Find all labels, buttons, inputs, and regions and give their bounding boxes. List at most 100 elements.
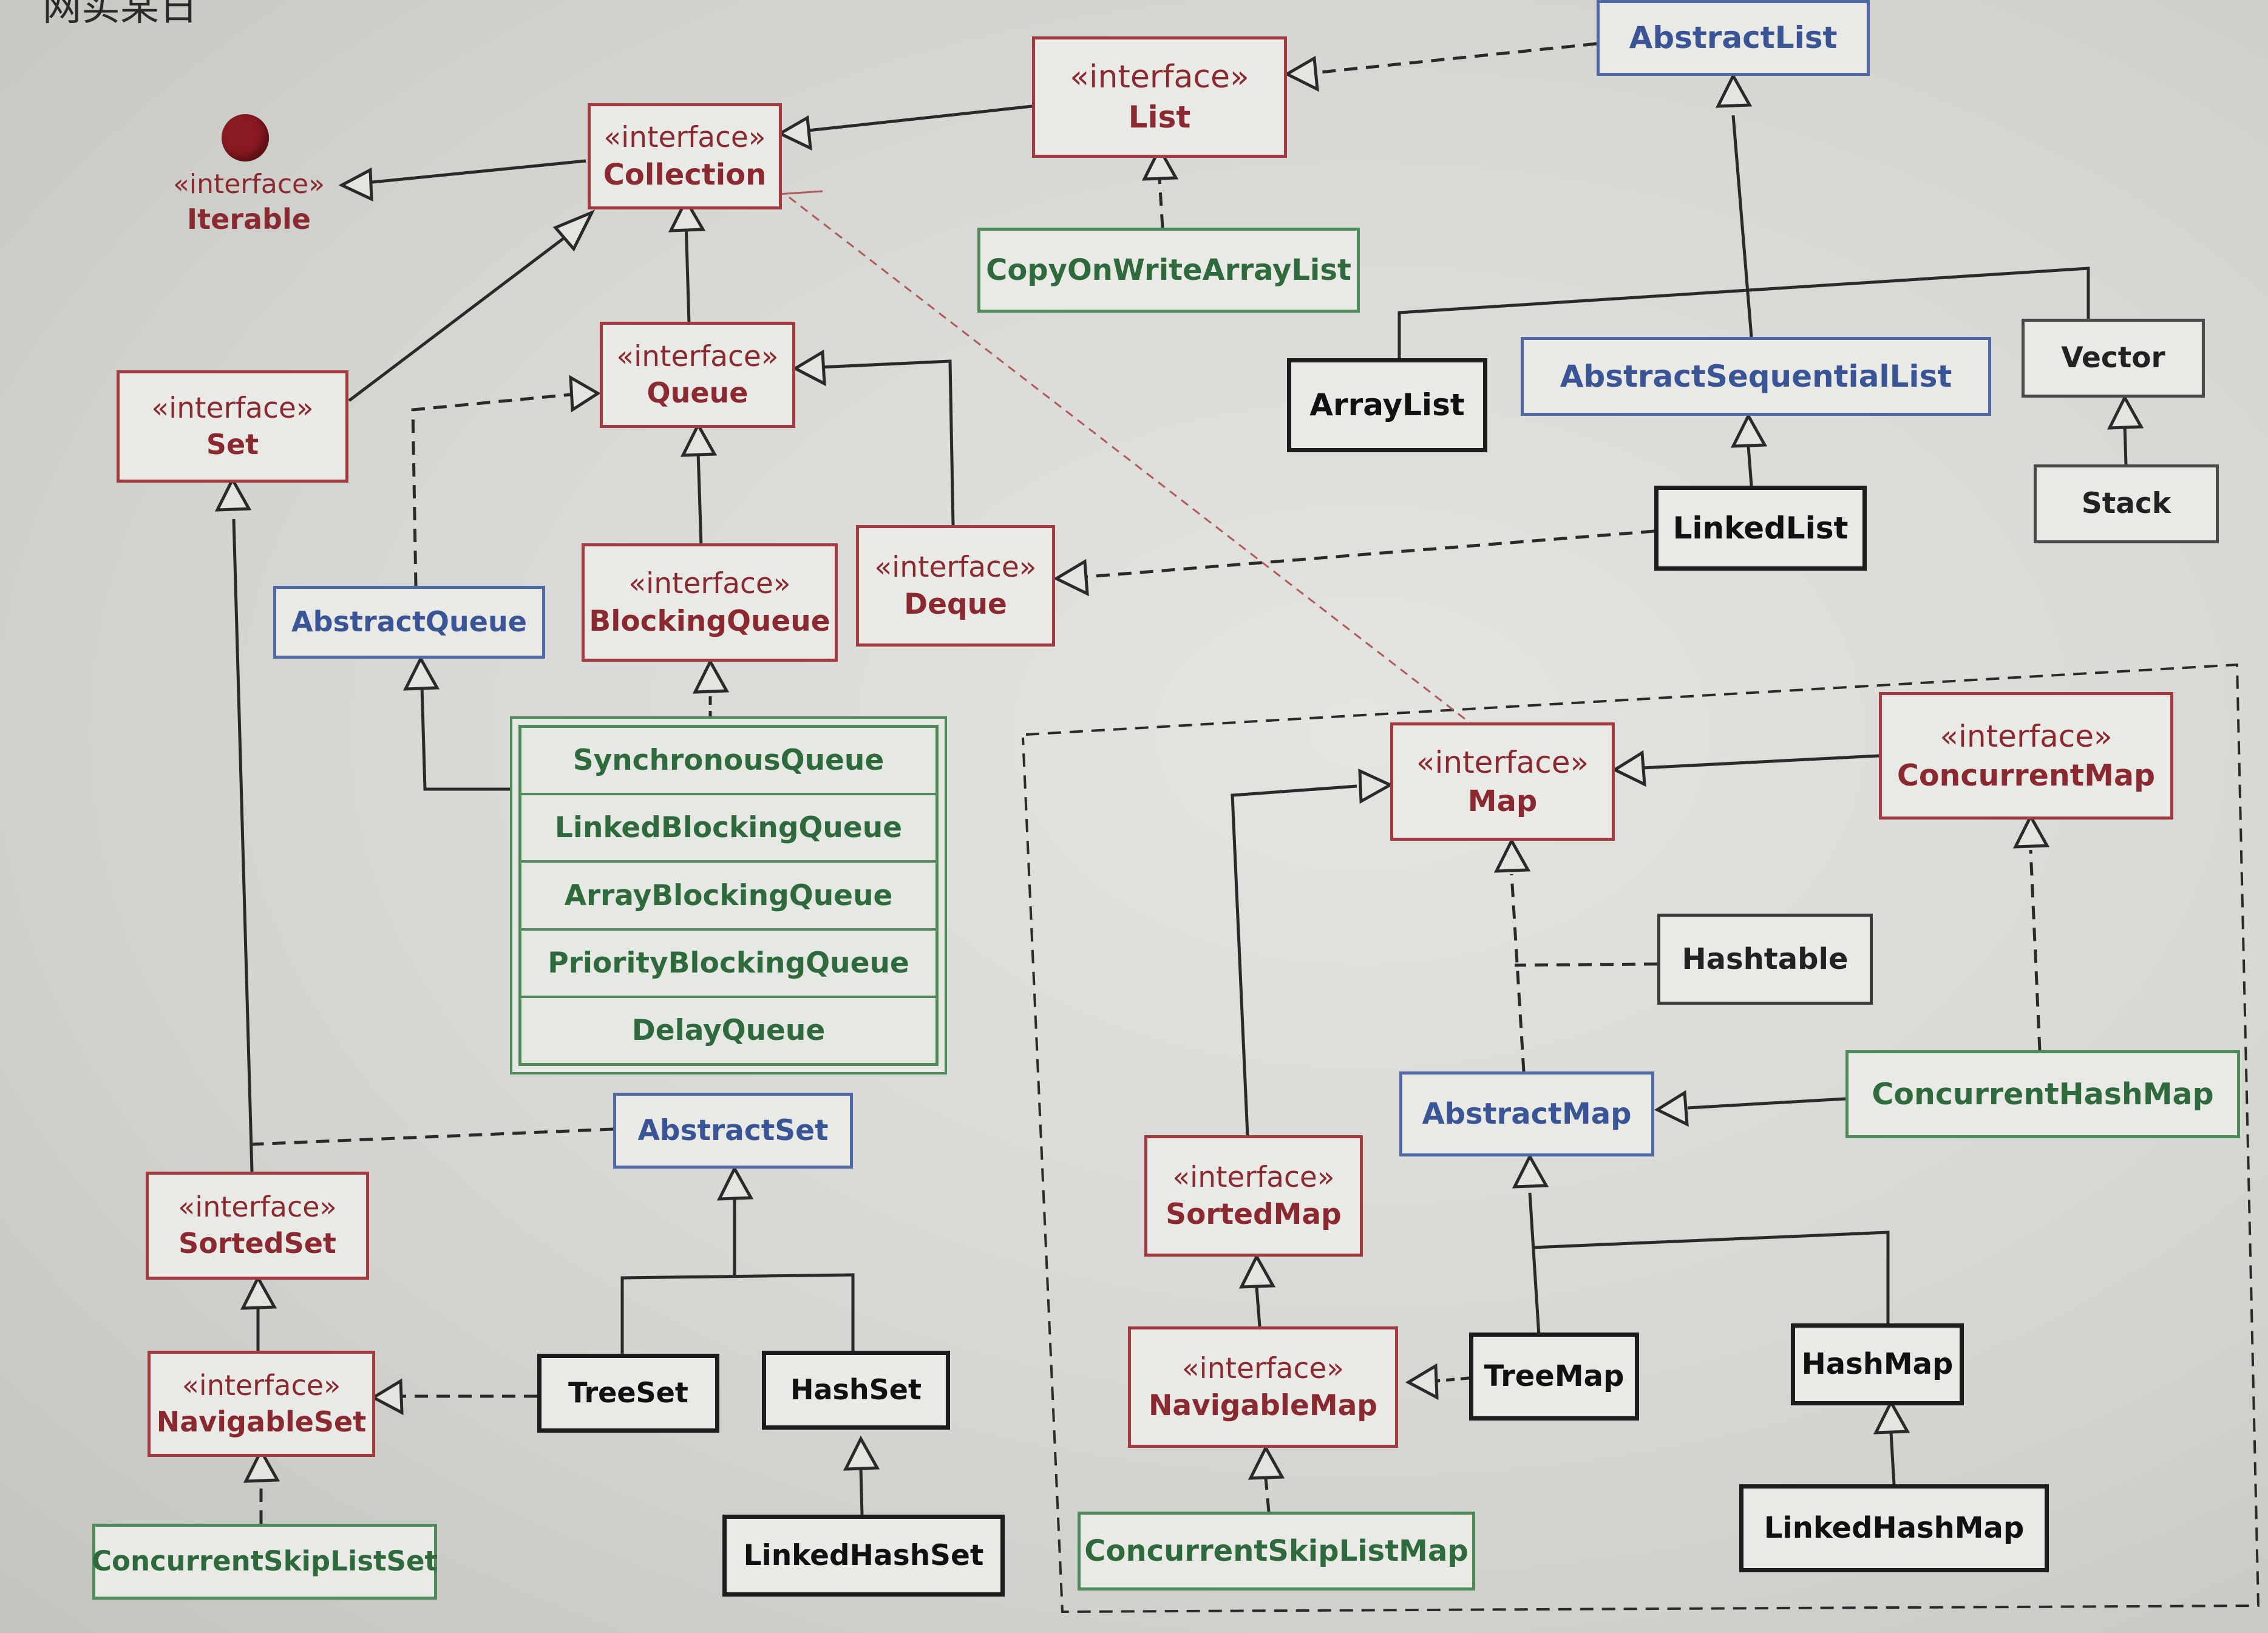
abstractlist-class: AbstractList bbox=[1597, 0, 1870, 76]
abstractsequentiallist-name: AbstractSequentialList bbox=[1560, 358, 1952, 394]
arrowhead-list-from-abstractlist bbox=[1283, 55, 1319, 92]
concurrentmap-stereotype: «interface» bbox=[1940, 718, 2113, 754]
edge-treemap-navmap bbox=[1435, 1376, 1470, 1383]
arrowhead-sortedmap bbox=[1238, 1253, 1276, 1289]
edge-navmap-sortedmap bbox=[1255, 1286, 1261, 1327]
navigablemap-name: NavigableMap bbox=[1149, 1389, 1377, 1422]
navigableset-stereotype: «interface» bbox=[182, 1368, 341, 1402]
edge-chm-concurrentmap bbox=[2029, 849, 2042, 1051]
arrowhead-collection-from-list bbox=[776, 115, 812, 151]
arraylist-name: ArrayList bbox=[1309, 387, 1465, 423]
hashmap-name: HashMap bbox=[1801, 1347, 1954, 1382]
edge-abstractlist-trunk bbox=[1731, 115, 1753, 338]
edge-list-collection bbox=[779, 104, 1033, 135]
concurrentskiplistmap-name: ConcurrentSkipListMap bbox=[1084, 1533, 1468, 1568]
arrowhead-abstractlist bbox=[1715, 72, 1753, 108]
linkedlist-class: LinkedList bbox=[1654, 486, 1867, 571]
arrowhead-list-from-cowal bbox=[1141, 145, 1179, 181]
arrowhead-map-from-concurrentmap bbox=[1611, 750, 1646, 787]
deque-stereotype: «interface» bbox=[874, 550, 1037, 584]
edge-abstractqueue-queue bbox=[411, 393, 571, 586]
list-interface: «interface» List bbox=[1032, 36, 1287, 158]
iterable-name: Iterable bbox=[187, 203, 311, 236]
arrowhead-blockingqueue bbox=[692, 658, 730, 694]
concurrentskiplistset-class: ConcurrentSkipListSet bbox=[92, 1524, 438, 1600]
iterable-node: «interface» Iterable bbox=[152, 167, 346, 238]
edge-stack-vector bbox=[2123, 424, 2128, 465]
abstractset-class: AbstractSet bbox=[613, 1093, 853, 1169]
edge-collection-iterable bbox=[341, 159, 586, 187]
edge-queue-collection bbox=[684, 221, 691, 324]
treeset-class: TreeSet bbox=[537, 1354, 719, 1433]
stack-class: Stack bbox=[2034, 464, 2219, 543]
sortedmap-stereotype: «interface» bbox=[1172, 1160, 1335, 1194]
hashmap-class: HashMap bbox=[1791, 1323, 1964, 1405]
arrowhead-collection-from-queue bbox=[668, 197, 706, 233]
edge-lhm-hashmap bbox=[1889, 1432, 1896, 1485]
edge-abstractlist-list bbox=[1314, 42, 1597, 75]
arrowhead-collection-from-set bbox=[552, 209, 596, 252]
concurrentmap-name: ConcurrentMap bbox=[1896, 758, 2156, 793]
map-interface: «interface» Map bbox=[1390, 722, 1615, 841]
linkedhashmap-name: LinkedHashMap bbox=[1764, 1511, 2025, 1546]
edge-blockingqueue-queue bbox=[696, 452, 703, 547]
abstractset-name: AbstractSet bbox=[637, 1113, 829, 1147]
treeset-name: TreeSet bbox=[568, 1376, 688, 1410]
deque-interface: «interface» Deque bbox=[856, 525, 1055, 647]
iterable-dot bbox=[222, 114, 269, 161]
arrowhead-queue-from-deque bbox=[792, 349, 826, 387]
edge-hashtable-map bbox=[1514, 962, 1658, 967]
arrowhead-hashset bbox=[843, 1435, 880, 1471]
edge-hashmap-branch bbox=[1532, 1231, 1890, 1323]
arrowhead-deque-from-linkedlist bbox=[1053, 558, 1089, 597]
edge-lhs-hashset bbox=[859, 1468, 864, 1515]
collection-red-tick bbox=[776, 190, 823, 195]
set-stereotype: «interface» bbox=[151, 392, 314, 426]
edge-cslm-navmap bbox=[1264, 1478, 1271, 1512]
arrowhead-asl bbox=[1730, 412, 1768, 448]
iterable-stereotype: «interface» bbox=[172, 169, 325, 200]
set-interface: «interface» Set bbox=[117, 370, 348, 483]
sortedset-stereotype: «interface» bbox=[178, 1190, 337, 1224]
edge-abstractset-set bbox=[251, 1127, 614, 1146]
deque-name: Deque bbox=[904, 588, 1007, 621]
arrowhead-concurrentmap bbox=[2012, 813, 2050, 849]
blocking-queue-impls-group: SynchronousQueue LinkedBlockingQueue Arr… bbox=[510, 716, 947, 1075]
abstractlist-name: AbstractList bbox=[1629, 20, 1838, 55]
queue-impl-linkedblockingqueue: LinkedBlockingQueue bbox=[521, 795, 935, 863]
edge-chm-abstractmap bbox=[1687, 1097, 1846, 1110]
arrowhead-set bbox=[214, 476, 252, 512]
edge-sortedmap-map bbox=[1231, 784, 1357, 1136]
hashset-class: HashSet bbox=[762, 1351, 950, 1430]
list-name: List bbox=[1128, 100, 1191, 135]
queue-impl-arrayblockingqueue: ArrayBlockingQueue bbox=[521, 863, 935, 931]
concurrenthashmap-class: ConcurrentHashMap bbox=[1845, 1050, 2240, 1138]
edge-linkedlist-asl bbox=[1747, 446, 1753, 486]
arrowhead-navmap-from-cslm bbox=[1248, 1444, 1285, 1480]
hashtable-name: Hashtable bbox=[1682, 942, 1849, 976]
edge-impls-abstractqueue bbox=[420, 685, 510, 791]
blockingqueue-interface: «interface» BlockingQueue bbox=[582, 543, 838, 662]
map-stereotype: «interface» bbox=[1416, 744, 1589, 780]
edge-cowal-list bbox=[1158, 178, 1164, 228]
arrowhead-abstractqueue bbox=[402, 655, 440, 691]
queue-stereotype: «interface» bbox=[616, 340, 779, 374]
abstractmap-class: AbstractMap bbox=[1399, 1071, 1654, 1156]
navigablemap-interface: «interface» NavigableMap bbox=[1128, 1326, 1398, 1448]
linkedhashset-name: LinkedHashSet bbox=[743, 1538, 984, 1572]
hashtable-class: Hashtable bbox=[1657, 914, 1873, 1005]
arraylist-class: ArrayList bbox=[1287, 358, 1487, 452]
treemap-name: TreeMap bbox=[1484, 1359, 1625, 1394]
edge-abstractmap-trunk bbox=[1528, 1192, 1541, 1336]
abstractmap-name: AbstractMap bbox=[1422, 1096, 1632, 1131]
header-fragment: 网实某日 bbox=[42, 0, 198, 30]
edge-collection-map-dependency bbox=[789, 196, 1482, 733]
sortedmap-interface: «interface» SortedMap bbox=[1144, 1135, 1363, 1257]
navigableset-name: NavigableSet bbox=[156, 1405, 367, 1438]
linkedlist-name: LinkedList bbox=[1672, 510, 1849, 546]
arrowhead-map-from-abstractmap bbox=[1493, 837, 1531, 873]
edge-sets-abstractset bbox=[620, 1273, 855, 1354]
concurrentskiplistmap-class: ConcurrentSkipListMap bbox=[1078, 1512, 1475, 1591]
blockingqueue-name: BlockingQueue bbox=[589, 604, 830, 638]
